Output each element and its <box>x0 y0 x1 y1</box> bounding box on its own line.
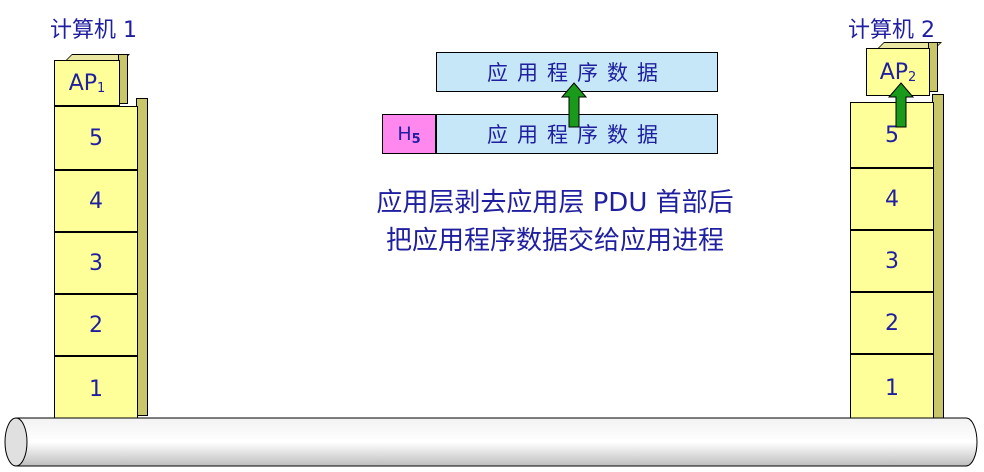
up-arrow-icon <box>888 82 914 128</box>
computer1-layer-5: 5 <box>54 106 138 170</box>
computer2-layer-1: 1 <box>850 354 934 422</box>
ap1-sub: 1 <box>97 80 106 96</box>
computer2-layer-4: 4 <box>850 168 934 230</box>
caption-line-1: 应用层剥去应用层 PDU 首部后 <box>376 188 734 218</box>
computer1-layer-1: 1 <box>54 356 138 422</box>
computer1-layer-2: 2 <box>54 294 138 356</box>
computer2-title: 计算机 2 <box>848 18 935 43</box>
caption-line-2: 把应用程序数据交给应用进程 <box>385 226 724 256</box>
header-label: H <box>397 123 412 145</box>
ap1-label: AP <box>68 70 98 96</box>
computer1-layer-4: 4 <box>54 170 138 232</box>
computer2-layer-2: 2 <box>850 292 934 354</box>
computer1-title: 计算机 1 <box>50 18 137 43</box>
ap2-label: AP <box>879 59 909 85</box>
computer2-layer-3: 3 <box>850 230 934 292</box>
computer2-layer-5: 5 <box>850 102 934 168</box>
ap2-sub: 2 <box>908 69 917 85</box>
up-arrow-icon <box>561 82 587 128</box>
header-sub: 5 <box>411 131 421 147</box>
computer1-layer-3: 3 <box>54 232 138 294</box>
network-cable <box>4 417 978 467</box>
